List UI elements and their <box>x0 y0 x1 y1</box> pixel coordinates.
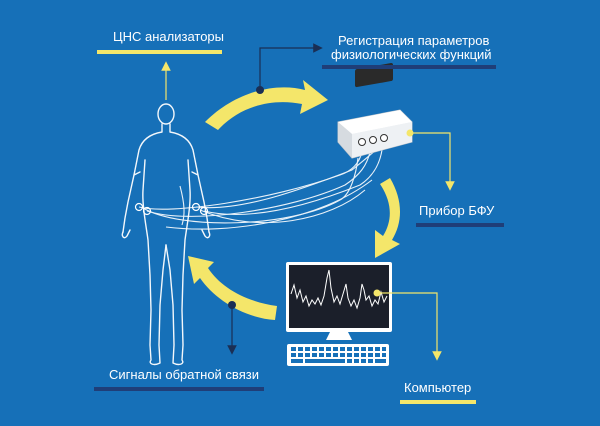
device-underline <box>416 223 504 227</box>
computer-monitor <box>286 262 392 340</box>
right-curved-arrow <box>375 178 401 258</box>
computer-label: Компьютер <box>404 380 472 395</box>
computer-connector <box>377 292 442 361</box>
cns-label: ЦНС анализаторы <box>113 29 225 44</box>
cns-underline <box>97 50 222 54</box>
device-label: Прибор БФУ <box>419 203 495 218</box>
device-connector <box>410 132 455 191</box>
feedback-underline <box>94 387 264 391</box>
registration-label-line1: Регистрация параметров <box>338 33 490 48</box>
bottom-curved-arrow <box>188 256 277 320</box>
registration-connector <box>259 43 323 90</box>
human-body-outline <box>121 103 211 366</box>
biofeedback-device <box>337 63 413 159</box>
computer-underline <box>400 400 476 404</box>
registration-underline <box>322 65 496 69</box>
keyboard <box>287 344 389 366</box>
feedback-label: Сигналы обратной связи <box>109 367 259 382</box>
top-curved-arrow <box>205 80 328 130</box>
electrode-cables <box>138 149 383 230</box>
registration-label-line2: физиологических функций <box>331 47 492 62</box>
signal-waveform <box>290 269 388 310</box>
